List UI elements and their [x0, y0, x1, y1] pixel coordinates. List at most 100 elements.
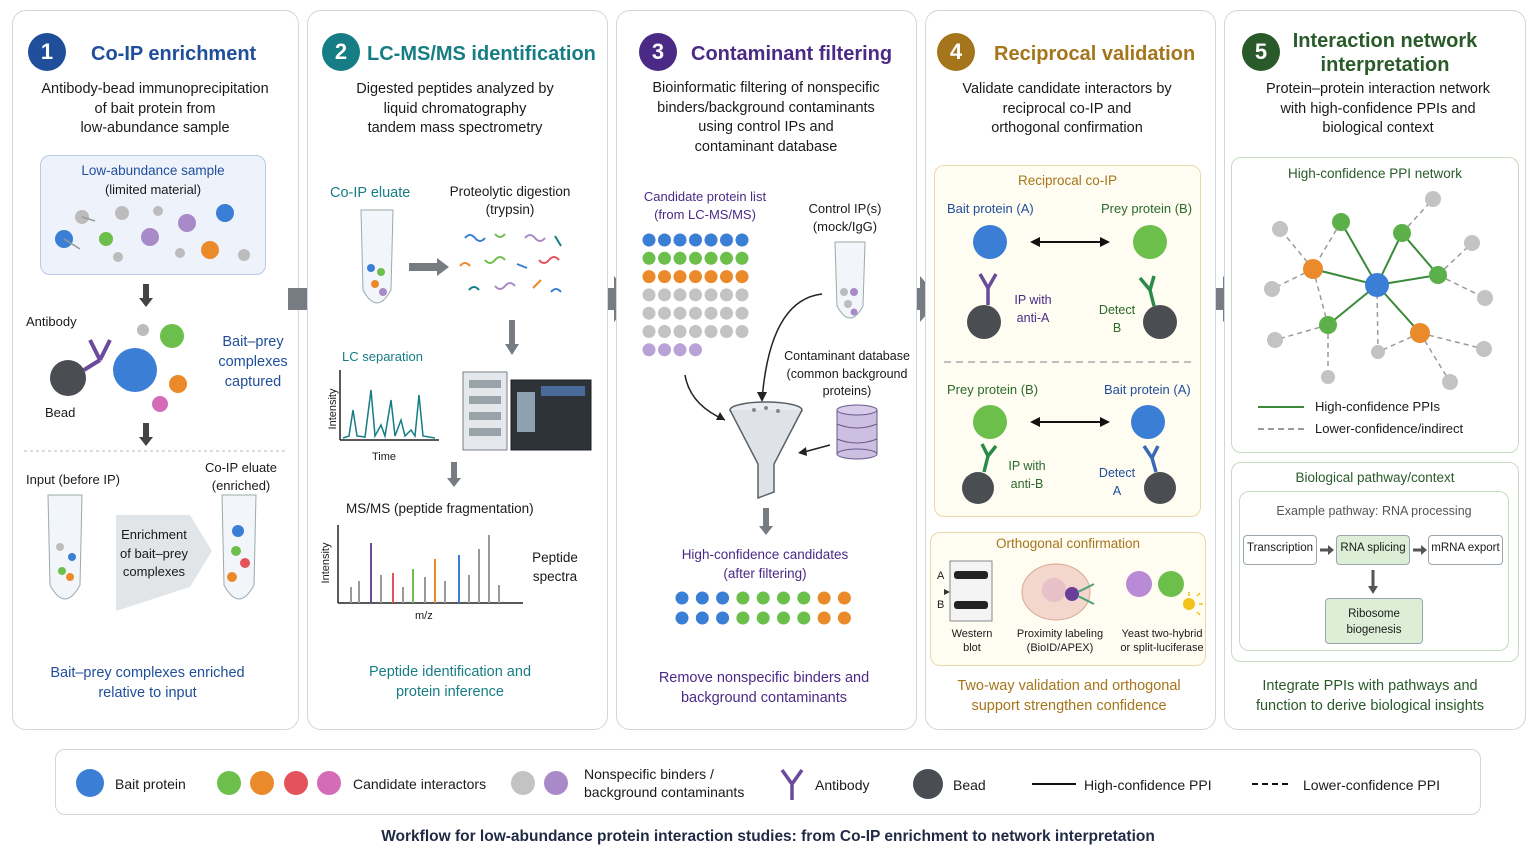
pathway-arrow-down: [1368, 570, 1378, 594]
candidate-dot: [658, 270, 671, 284]
ppi-network-graph: [1264, 191, 1493, 390]
proximity-labeling-graphic: [1021, 563, 1095, 621]
candidate-dot: [689, 325, 702, 338]
ppi-network-title: High-confidence PPI network: [1287, 166, 1463, 181]
candidate-dot: [720, 288, 733, 302]
pathway-step-rna-splicing: RNA splicing: [1336, 535, 1410, 565]
summary-line: support strengthen confidence: [971, 698, 1167, 714]
candidate-dot: [735, 270, 749, 284]
lc-chromatogram: [339, 370, 439, 441]
wb-line: Western: [951, 628, 993, 640]
cand-line: (from LC-MS/MS): [654, 207, 756, 222]
summary-line: relative to input: [98, 685, 197, 701]
candidate-dot: [642, 233, 656, 247]
title-line: Interaction network: [1292, 30, 1478, 52]
reciprocal-top-graphic: [967, 225, 1177, 339]
prox-line: Proximity labeling: [1016, 628, 1104, 640]
legend-lc-ppi: Lower-confidence PPI: [1303, 777, 1440, 793]
legend-hc-ppi: High-confidence PPI: [1084, 777, 1212, 793]
arrow-right-digest: [409, 258, 449, 276]
high-confidence-dot: [817, 591, 831, 605]
ip-anti-b-label: IP with anti-B: [998, 457, 1056, 493]
candidate-dot: [704, 270, 718, 284]
spectra-line: Peptide: [532, 550, 578, 565]
hc-ppi-legend-line: [1258, 406, 1304, 408]
wb-line: blot: [963, 642, 981, 654]
panel2-description: Digested peptides analyzed by liquid chr…: [315, 80, 595, 139]
nonspec-line: background contaminants: [584, 784, 745, 800]
orthogonal-title: Orthogonal confirmation: [995, 536, 1141, 551]
ipB-line: anti-B: [1010, 477, 1044, 491]
high-confidence-dot: [675, 611, 689, 625]
complex-captured-label: Bait–prey complexes captured: [210, 332, 296, 392]
pathway-arrow-2: [1413, 545, 1427, 555]
y2h-label: Yeast two-hybrid or split-luciferase: [1114, 627, 1210, 655]
high-confidence-candidates-label: High-confidence candidates (after filter…: [660, 545, 870, 583]
prey-b-label-2: Prey protein (B): [947, 382, 1039, 397]
panel3-description: Bioinformatic filtering of nonspecific b…: [624, 79, 908, 157]
candidate-dot: [658, 288, 671, 302]
detB-line: B: [1112, 321, 1122, 335]
candidate-dot: [735, 325, 749, 338]
candidate-dot: [735, 251, 749, 265]
bead-label: Bead: [45, 405, 76, 420]
pathway-arrow-1: [1320, 545, 1334, 555]
database-cylinder-icon: [836, 404, 878, 460]
candidate-dot: [735, 288, 749, 302]
enrich-line: Enrichment: [121, 527, 187, 542]
candidate-dot: [673, 251, 687, 265]
ip-anti-a-label: IP with anti-A: [1004, 291, 1062, 327]
high-confidence-dot: [756, 611, 770, 625]
desc-line: reciprocal co-IP and: [1002, 100, 1132, 117]
panel1-summary: Bait–prey complexes enriched relative to…: [20, 663, 275, 703]
summary-line: Peptide identification and: [368, 664, 532, 680]
eluate-line: Co-IP eluate: [204, 460, 278, 475]
control-tube-graphic: [834, 241, 866, 319]
spectra-line: spectra: [532, 569, 578, 584]
step-number-1: 1: [28, 33, 66, 71]
legend-bait: Bait protein: [115, 776, 186, 792]
pathway-step-transcription: Transcription: [1243, 535, 1317, 565]
desc-line: low-abundance sample: [80, 120, 230, 136]
nonspecific-legend-icon: [511, 771, 568, 795]
legend-antibody: Antibody: [815, 777, 870, 793]
pathway-step-mrna-export: mRNA export: [1428, 535, 1503, 565]
high-confidence-dot: [736, 591, 750, 605]
antibody-label: Antibody: [26, 314, 77, 329]
candidate-dot: [720, 270, 733, 284]
eluate-line: (enriched): [211, 478, 271, 493]
candidate-dot: [642, 270, 656, 284]
desc-line: liquid chromatography: [383, 100, 527, 117]
candidate-dot: [704, 251, 718, 265]
candidate-dot: [673, 325, 687, 338]
candidate-dot: [642, 325, 656, 338]
candidate-dot: [673, 270, 687, 284]
high-confidence-dot: [716, 611, 730, 625]
ipA-line: anti-A: [1016, 311, 1050, 325]
panel3-summary: Remove nonspecific binders and backgroun…: [624, 668, 904, 708]
eluate-tube-graphic: [360, 209, 394, 304]
candidate-dot: [658, 325, 671, 338]
filter-funnel-icon: [729, 401, 803, 500]
figure-caption: Workflow for low-abundance protein inter…: [381, 828, 1155, 845]
wb-a-label: A: [937, 570, 945, 582]
high-confidence-dot: [756, 591, 770, 605]
complex-line: captured: [224, 374, 282, 390]
bait-a-label-2: Bait protein (A): [1104, 382, 1191, 397]
panel2-title: LC-MS/MS identification: [367, 43, 596, 65]
enrich-line: of bait–prey: [120, 545, 188, 561]
ppi-network-box: [1231, 157, 1519, 453]
candidate-dot: [720, 251, 733, 265]
candidate-dot: [689, 251, 702, 265]
panel4-summary: Two-way validation and orthogonal suppor…: [932, 676, 1206, 716]
reciprocal-coip-box: [934, 165, 1201, 517]
summary-line: Two-way validation and orthogonal: [957, 678, 1181, 694]
bead-legend-icon: [913, 769, 943, 799]
ipA-line: IP with: [1014, 293, 1052, 307]
time-axis-label: Time: [372, 451, 397, 463]
db-line: Contaminant database: [784, 349, 910, 363]
arrow-down-hc: [759, 508, 773, 535]
enrichment-label: Enrichment of bait–prey complexes: [112, 526, 196, 582]
reciprocal-divider: [944, 361, 1192, 363]
candidate-dot: [704, 288, 718, 302]
